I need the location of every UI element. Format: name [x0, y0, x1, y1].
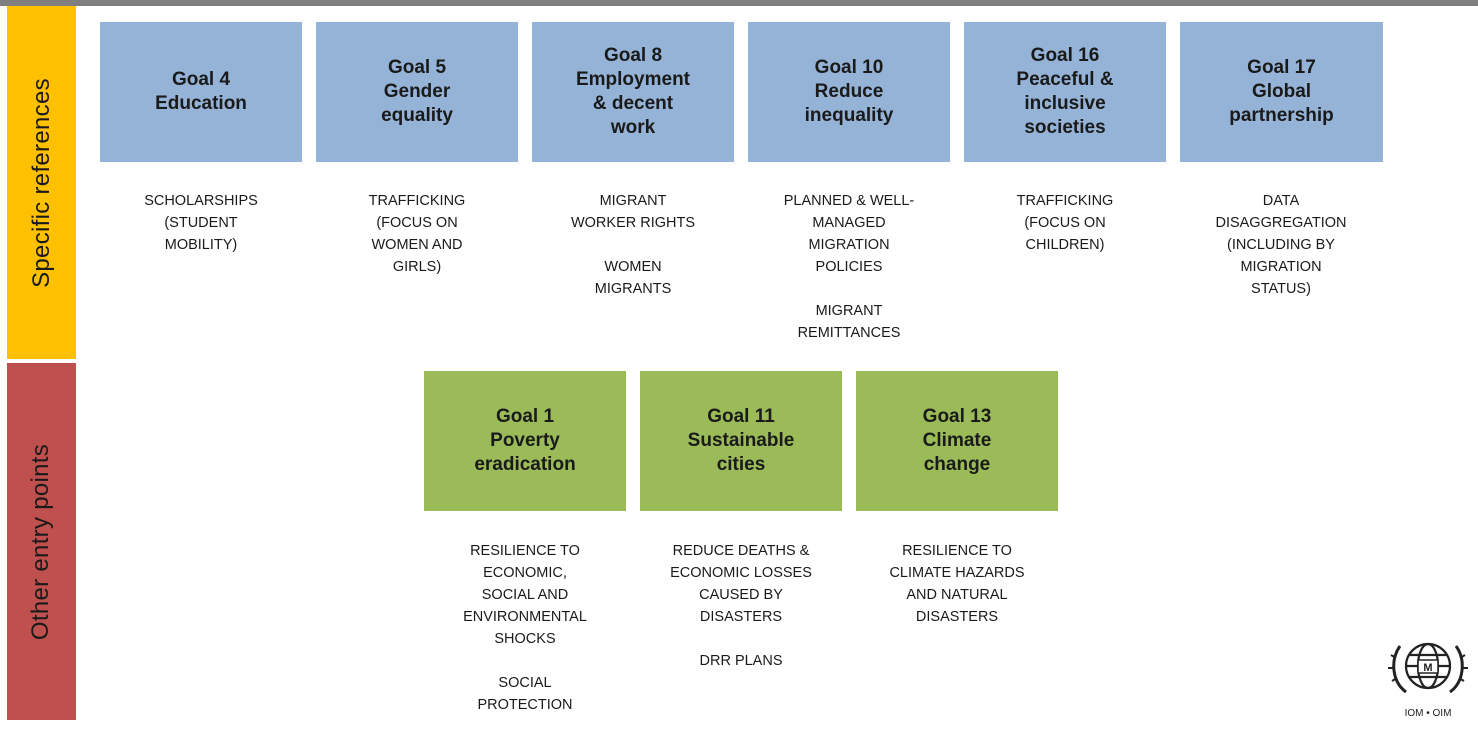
description-line: (STUDENT: [164, 215, 238, 231]
description-line: (FOCUS ON: [376, 215, 458, 231]
goal-17-box: Goal 17 Global partnership: [1180, 22, 1383, 162]
description-line: DATA: [1262, 193, 1300, 209]
top-rule: [0, 0, 1478, 6]
description-line: PROTECTION: [477, 697, 573, 713]
description-line: MOBILITY): [164, 237, 238, 253]
goal-16-description: TRAFFICKING (FOCUS ON CHILDREN): [960, 190, 1170, 256]
description-line: WOMEN AND: [371, 237, 463, 253]
goal-title-line: cities: [716, 454, 766, 475]
description-line: SOCIAL AND: [481, 587, 569, 603]
goal-16-box: Goal 16 Peaceful & inclusive societies: [964, 22, 1166, 162]
description-line: TRAFFICKING: [368, 193, 466, 209]
goal-title-line: & decent: [592, 93, 674, 114]
goal-title-line: inequality: [804, 105, 894, 126]
description-line: MIGRANT: [599, 193, 667, 209]
description-line: RESILIENCE TO: [902, 543, 1012, 559]
goal-5-description: TRAFFICKING (FOCUS ON WOMEN AND GIRLS): [312, 190, 522, 278]
item-spacer: [736, 278, 962, 300]
goal-10-description: PLANNED & WELL- MANAGED MIGRATION POLICIES M…: [736, 190, 962, 344]
goal-5-box: Goal 5 Gender equality: [316, 22, 518, 162]
description-line: SCHOLARSHIPS: [144, 193, 258, 209]
description-line: DISASTERS: [915, 609, 999, 625]
goal-title-line: Poverty: [490, 430, 560, 451]
description-line: WORKER RIGHTS: [570, 215, 696, 231]
description-line: DISAGGREGATION: [1215, 215, 1347, 231]
goal-title-line: Goal 8: [603, 45, 663, 66]
goal-title-line: Employment: [575, 69, 691, 90]
item-spacer: [520, 234, 746, 256]
description-line: REDUCE DEATHS &: [672, 543, 810, 559]
goal-title-line: Gender: [383, 81, 451, 102]
description-line: TRAFFICKING: [1016, 193, 1114, 209]
description-line: MIGRANTS: [594, 281, 672, 297]
goal-title-line: Goal 17: [1247, 57, 1316, 78]
description-line: ECONOMIC,: [483, 565, 567, 581]
description-line: STATUS): [1251, 281, 1311, 297]
goal-title-line: Goal 16: [1030, 45, 1100, 66]
description-line: PLANNED & WELL-: [783, 193, 915, 209]
description-line: MIGRANT: [815, 303, 883, 319]
goal-title-line: Goal 1: [495, 406, 555, 427]
band-other-entry-points: Other entry points: [7, 363, 76, 720]
description-line: RESILIENCE TO: [470, 543, 580, 559]
item-spacer: [414, 650, 636, 672]
goal-11-description: REDUCE DEATHS & ECONOMIC LOSSES CAUSED BY D…: [630, 540, 852, 672]
goal-title-line: equality: [381, 105, 453, 126]
description-line: (FOCUS ON: [1024, 215, 1106, 231]
description-line: SHOCKS: [494, 631, 556, 647]
iom-logo-text: IOM • OIM: [1405, 708, 1452, 719]
description-line: (INCLUDING BY: [1227, 237, 1335, 253]
goal-title-line: inclusive: [1024, 93, 1106, 114]
goal-1-box: Goal 1 Poverty eradication: [424, 371, 626, 511]
description-line: SOCIAL: [498, 675, 552, 691]
description-line: REMITTANCES: [797, 325, 901, 341]
description-line: POLICIES: [815, 259, 883, 275]
svg-text:M: M: [1423, 662, 1432, 674]
goal-title-line: Goal 11: [707, 406, 775, 427]
description-line: CHILDREN): [1025, 237, 1105, 253]
goal-title-line: Goal 4: [171, 69, 231, 90]
goal-title-line: Goal 10: [814, 57, 884, 78]
goal-title-line: change: [923, 454, 991, 475]
description-line: AND NATURAL: [906, 587, 1008, 603]
goal-title-line: Education: [155, 93, 247, 114]
description-line: ECONOMIC LOSSES: [670, 565, 812, 581]
description-line: MIGRATION: [808, 237, 890, 253]
description-line: DISASTERS: [699, 609, 783, 625]
description-line: MANAGED: [812, 215, 886, 231]
description-line: ENVIRONMENTAL: [463, 609, 587, 625]
goal-title-line: Reduce: [814, 81, 884, 102]
goal-title-line: Sustainable: [687, 430, 795, 451]
goal-10-box: Goal 10 Reduce inequality: [748, 22, 950, 162]
band-other-entry-points-label: Other entry points: [27, 443, 55, 640]
goal-17-description: DATA DISAGGREGATION (INCLUDING BY MIGRATION…: [1166, 190, 1396, 300]
band-specific-references: Specific references: [7, 6, 76, 359]
description-line: WOMEN: [604, 259, 662, 275]
description-line: MIGRATION: [1240, 259, 1322, 275]
goal-title-line: work: [610, 117, 656, 138]
goal-title-line: societies: [1024, 117, 1106, 138]
description-line: DRR PLANS: [699, 653, 783, 669]
goal-title-line: Peaceful &: [1016, 69, 1114, 90]
description-line: CAUSED BY: [699, 587, 783, 603]
goal-1-description: RESILIENCE TO ECONOMIC, SOCIAL AND ENVIRONM…: [414, 540, 636, 716]
goal-13-description: RESILIENCE TO CLIMATE HAZARDS AND NATURAL D…: [846, 540, 1068, 628]
goal-title-line: Global: [1251, 81, 1312, 102]
description-line: CLIMATE HAZARDS: [889, 565, 1025, 581]
goal-13-box: Goal 13 Climate change: [856, 371, 1058, 511]
goal-11-box: Goal 11 Sustainable cities: [640, 371, 842, 511]
goal-8-description: MIGRANT WORKER RIGHTS WOMEN MIGRANTS: [520, 190, 746, 300]
goal-title-line: partnership: [1229, 105, 1334, 126]
goal-title-line: Goal 5: [387, 57, 447, 78]
goal-title-line: Climate: [922, 430, 992, 451]
item-spacer: [630, 628, 852, 650]
description-line: GIRLS): [392, 259, 442, 275]
goal-title-line: Goal 13: [922, 406, 992, 427]
goal-title-line: eradication: [474, 454, 576, 475]
goal-4-description: SCHOLARSHIPS (STUDENT MOBILITY): [96, 190, 306, 256]
goal-4-box: Goal 4 Education: [100, 22, 302, 162]
goal-8-box: Goal 8 Employment & decent work: [532, 22, 734, 162]
band-specific-references-label: Specific references: [27, 77, 55, 288]
iom-logo-icon: M IOM • OIM: [1388, 642, 1468, 719]
